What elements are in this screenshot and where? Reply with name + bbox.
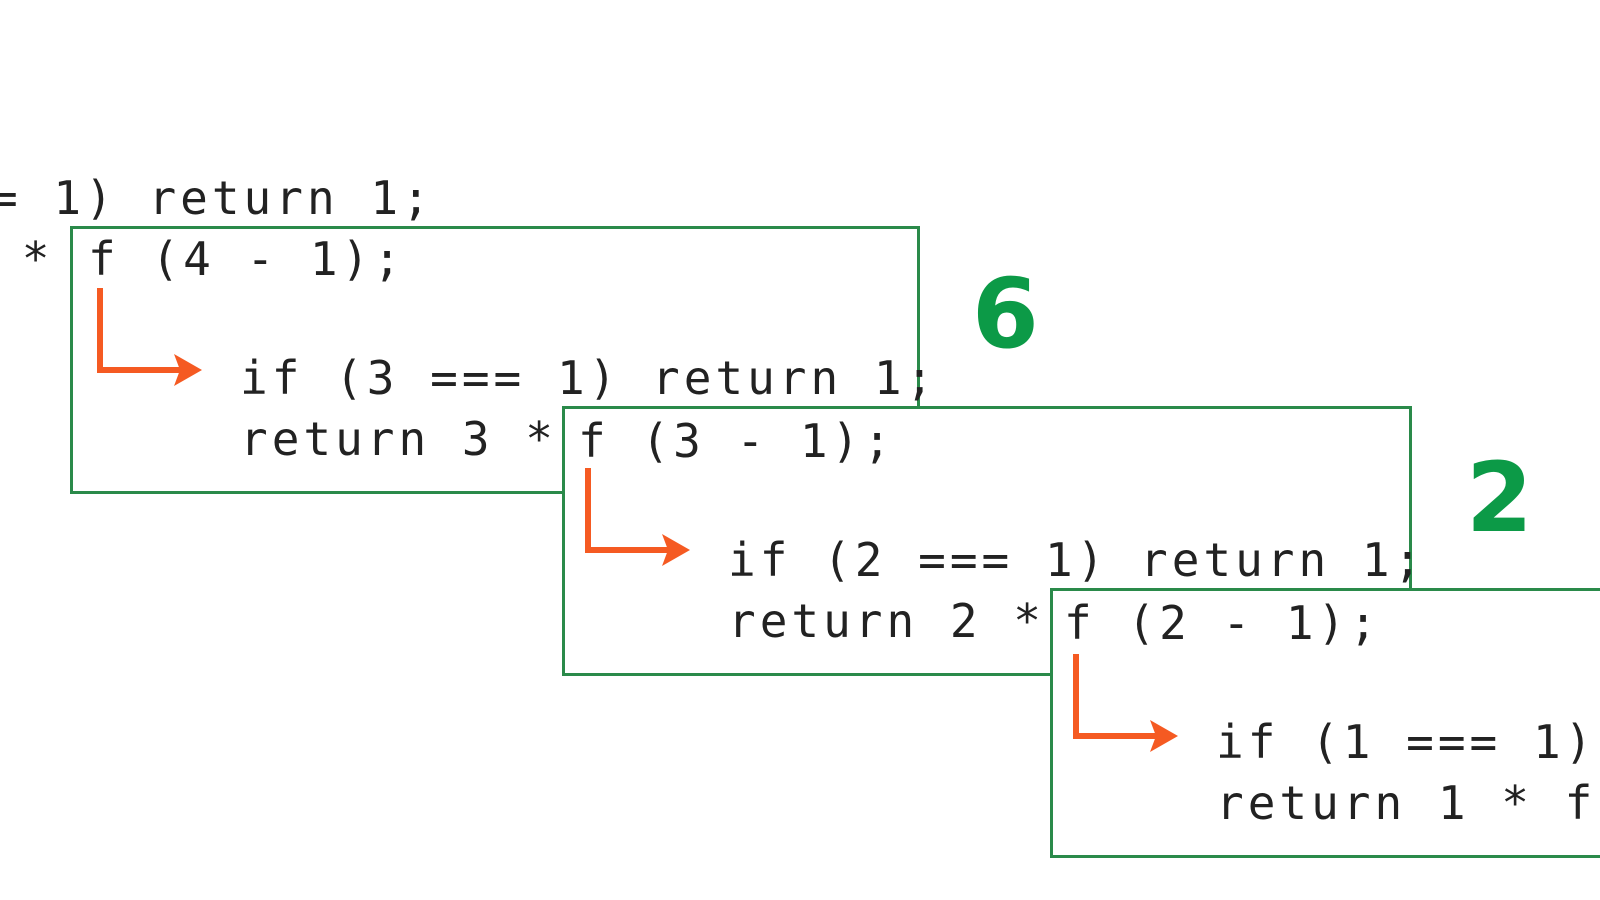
frame-1-result: 6: [972, 258, 1039, 370]
bent-arrow-right-icon: [97, 288, 202, 386]
frame-1-if-line: if (3 === 1) return 1;: [240, 351, 938, 405]
frame-1-call: f (4 - 1);: [88, 232, 405, 286]
frame-3-return-line: return 1 * f: [1216, 776, 1597, 830]
frame-2-call: f (3 - 1);: [578, 414, 895, 468]
frame-2-result: 2: [1466, 442, 1533, 554]
frame-3-if-line: if (1 === 1): [1216, 715, 1597, 769]
bent-arrow-right-icon: [585, 468, 690, 566]
outer-if-line: = 1) return 1;: [0, 171, 434, 225]
frame-3-call: f (2 - 1);: [1064, 596, 1381, 650]
call-frame-3: [1050, 588, 1600, 858]
bent-arrow-right-icon: [1073, 654, 1178, 752]
frame-2-if-line: if (2 === 1) return 1;: [728, 533, 1426, 587]
frame-2-return-line: return 2 *: [728, 594, 1045, 648]
outer-return-line: *: [21, 232, 54, 286]
frame-1-return-line: return 3 *: [240, 412, 557, 466]
